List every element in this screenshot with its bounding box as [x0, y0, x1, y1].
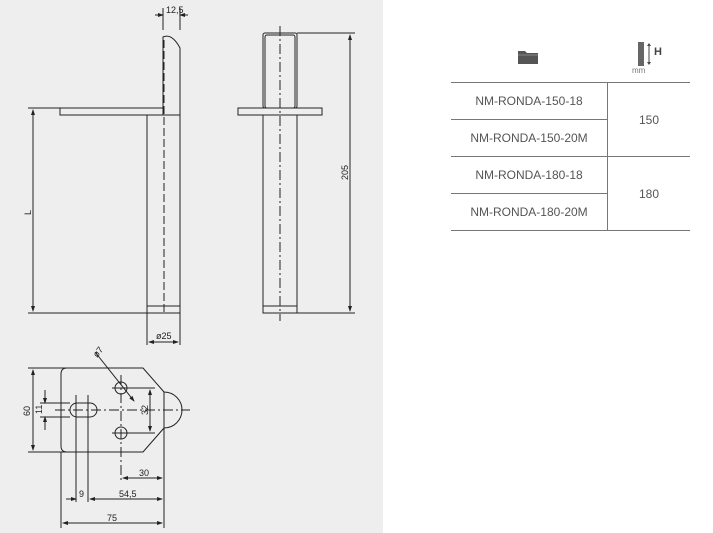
folder-icon: [518, 51, 538, 64]
dim-total-height: 205: [340, 165, 350, 180]
drawing-panel: [0, 0, 383, 533]
dim-plate-height: 60: [22, 406, 32, 416]
unit-label: mm: [632, 66, 646, 75]
table-row-group: NM-RONDA-180-18 NM-RONDA-180-20M 180: [451, 156, 690, 231]
dim-plate-length: 75: [107, 513, 117, 523]
dim-slot-length: 9: [79, 489, 84, 499]
plate-top-view: [28, 351, 190, 528]
height-value: 180: [638, 186, 660, 201]
side-view: [28, 8, 188, 345]
dim-slot-width: 11: [34, 405, 44, 414]
dim-hole: ø7: [91, 345, 105, 359]
front-view: [237, 26, 355, 321]
dim-diameter: ø25: [156, 331, 172, 341]
table-header: H mm: [451, 30, 690, 82]
product-table: H mm NM-RONDA-150-18 NM-RONDA-150-20M 15…: [451, 30, 690, 231]
dim-hole-offset: 30: [139, 468, 149, 478]
height-value: 150: [638, 112, 660, 127]
technical-drawing: 12,5 L 205 ø25 ø7 60 11 32 30 9 54,5 75: [22, 5, 355, 528]
product-code: NM-RONDA-150-20M: [451, 119, 607, 156]
ruler-height-icon: [638, 42, 651, 66]
dim-length: L: [23, 210, 33, 215]
height-label: H: [654, 46, 662, 58]
product-code: NM-RONDA-180-20M: [451, 193, 607, 230]
dim-top-width: 12,5: [166, 5, 184, 15]
dim-hole-spacing: 32: [140, 405, 150, 415]
product-code: NM-RONDA-180-18: [475, 168, 583, 182]
table-row-group: NM-RONDA-150-18 NM-RONDA-150-20M 150: [451, 82, 690, 156]
product-code: NM-RONDA-150-18: [475, 94, 583, 108]
dim-slot-to-edge: 54,5: [119, 489, 137, 499]
